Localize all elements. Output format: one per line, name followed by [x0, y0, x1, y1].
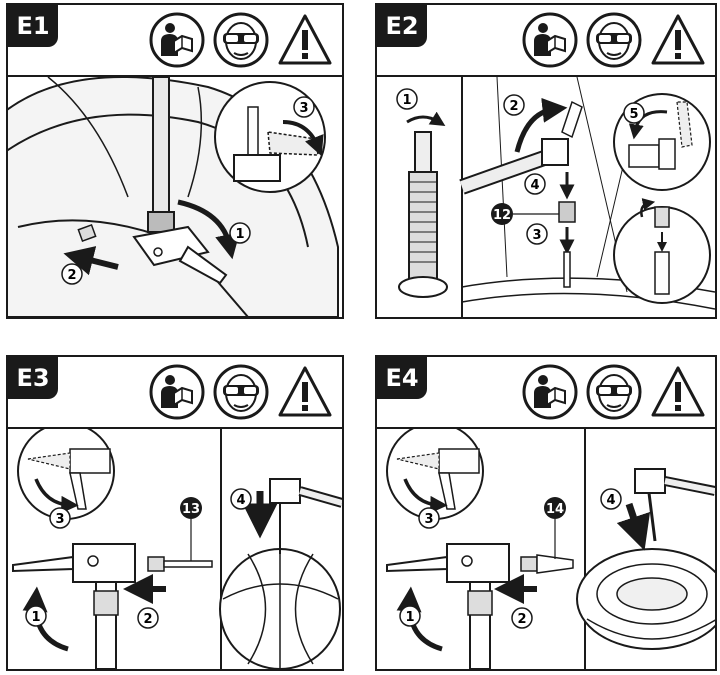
svg-text:3: 3: [424, 512, 433, 527]
svg-text:2: 2: [143, 612, 152, 627]
panel-header: E4: [377, 357, 715, 429]
eye-protection-icon: [212, 11, 270, 69]
svg-text:3: 3: [532, 228, 541, 243]
panel-e1: E1 1: [6, 3, 344, 319]
svg-text:2: 2: [67, 268, 76, 283]
step-1-badge: 1: [26, 606, 46, 626]
step-3-badge: 3: [419, 508, 439, 528]
read-manual-icon: [521, 363, 579, 421]
illustration-e1: 1 2 3: [8, 77, 342, 317]
svg-text:1: 1: [31, 610, 40, 625]
svg-text:2: 2: [509, 99, 518, 114]
illustration-e2: 1 2 4 3 5 12: [377, 77, 715, 317]
step-5-badge: 5: [624, 103, 644, 123]
read-manual-icon: [148, 363, 206, 421]
step-4-badge: 4: [601, 489, 621, 509]
panel-e2: E2: [375, 3, 717, 319]
svg-text:2: 2: [517, 612, 526, 627]
panel-label: E2: [377, 5, 427, 47]
panel-e3: E3: [6, 355, 344, 671]
eye-protection-icon: [585, 11, 643, 69]
svg-text:1: 1: [402, 93, 411, 108]
safety-icons: [148, 11, 334, 69]
part-12-badge: 12: [491, 203, 559, 225]
panel-header: E2: [377, 5, 715, 77]
part-14-badge: 14: [544, 497, 566, 559]
svg-text:3: 3: [299, 101, 308, 116]
warning-icon: [276, 363, 334, 421]
svg-text:5: 5: [629, 107, 638, 122]
warning-icon: [276, 11, 334, 69]
part-13-badge: 13: [180, 497, 202, 561]
panel-label: E3: [8, 357, 58, 399]
eye-protection-icon: [585, 363, 643, 421]
step-4-badge: 4: [525, 174, 545, 194]
read-manual-icon: [148, 11, 206, 69]
safety-icons: [521, 363, 707, 421]
panel-header: E1: [8, 5, 342, 77]
safety-icons: [521, 11, 707, 69]
svg-text:3: 3: [55, 512, 64, 527]
panel-label: E1: [8, 5, 58, 47]
svg-text:1: 1: [235, 227, 244, 242]
svg-text:4: 4: [606, 493, 615, 508]
read-manual-icon: [521, 11, 579, 69]
step-1-badge: 1: [400, 606, 420, 626]
eye-protection-icon: [212, 363, 270, 421]
svg-text:4: 4: [530, 178, 539, 193]
step-3-badge: 3: [527, 224, 547, 244]
panel-label: E4: [377, 357, 427, 399]
step-3-badge: 3: [50, 508, 70, 528]
step-1-badge: 1: [397, 89, 417, 109]
step-2-badge: 2: [138, 608, 158, 628]
step-2-badge: 2: [62, 264, 82, 284]
svg-text:4: 4: [236, 493, 245, 508]
illustration-e3: 3 1 2 4 13: [8, 429, 342, 669]
safety-icons: [148, 363, 334, 421]
warning-icon: [649, 363, 707, 421]
step-2-badge: 2: [504, 95, 524, 115]
step-1-badge: 1: [230, 223, 250, 243]
panel-header: E3: [8, 357, 342, 429]
svg-text:1: 1: [405, 610, 414, 625]
step-2-badge: 2: [512, 608, 532, 628]
panel-e4: E4: [375, 355, 717, 671]
svg-text:13: 13: [182, 502, 200, 517]
step-3-badge: 3: [294, 97, 314, 117]
svg-text:14: 14: [546, 502, 564, 517]
step-4-badge: 4: [231, 489, 251, 509]
illustration-e4: 3 1 2 4 14: [377, 429, 715, 669]
svg-text:12: 12: [493, 208, 511, 223]
warning-icon: [649, 11, 707, 69]
